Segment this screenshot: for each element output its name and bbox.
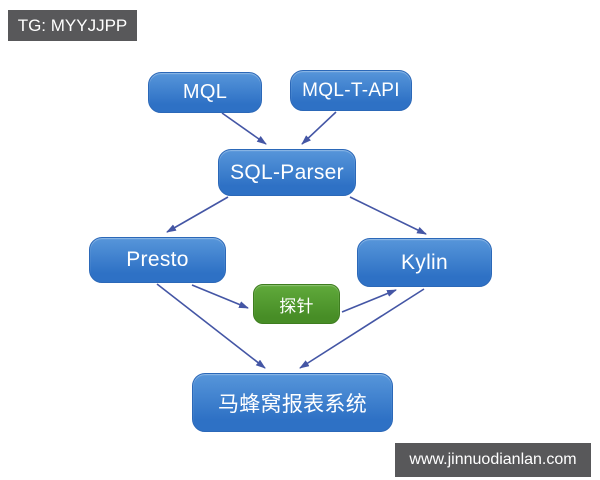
edge-probe-to-kylin — [341, 289, 397, 313]
edge-presto-to-report — [156, 283, 266, 369]
node-kylin: Kylin — [357, 238, 492, 287]
node-presto: Presto — [89, 237, 226, 283]
edge-kylin-to-report — [299, 288, 425, 369]
edge-mql-t-api-to-sql-parser — [301, 111, 337, 145]
node-probe: 探针 — [253, 284, 340, 324]
tg-watermark-badge: TG: MYYJJPP — [8, 10, 137, 41]
node-mql-t-api: MQL-T-API — [290, 70, 412, 111]
node-mql: MQL — [148, 72, 262, 113]
website-watermark-badge: www.jinnuodianlan.com — [395, 443, 591, 477]
edge-presto-to-probe — [191, 284, 249, 309]
node-report: 马蜂窝报表系统 — [192, 373, 393, 432]
edge-sql-parser-to-presto — [166, 196, 229, 233]
edge-sql-parser-to-kylin — [349, 196, 427, 235]
edge-mql-to-sql-parser — [221, 112, 267, 145]
node-sql-parser: SQL-Parser — [218, 149, 356, 196]
